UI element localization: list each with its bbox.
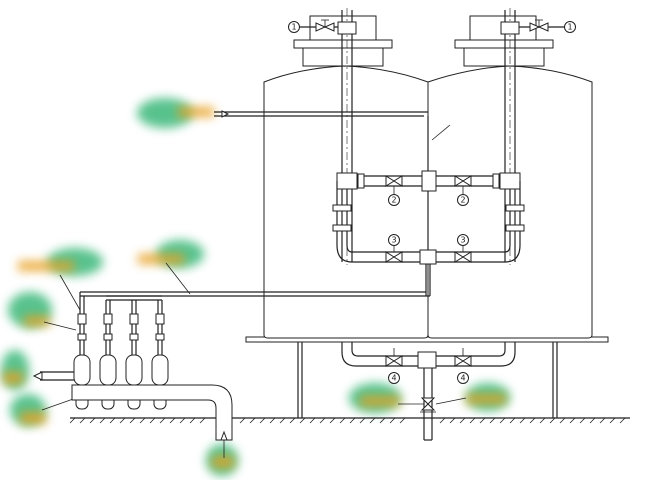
callout-valve-bottom-left: 4: [388, 372, 400, 384]
redacted-label-bottom-inlet: [206, 444, 238, 476]
callout-valve-top-right: 1: [564, 21, 576, 33]
svg-text:3: 3: [391, 236, 396, 245]
leader-lines: [41, 124, 467, 411]
callout-valve-low-left: 3: [388, 234, 400, 246]
redacted-label-left-5: [10, 394, 46, 426]
tank-left: [263, 15, 429, 339]
top-vent-right: [519, 19, 565, 32]
svg-text:2: 2: [391, 196, 396, 205]
redacted-label-left-2: [138, 240, 204, 268]
redacted-label-bottom-left: [349, 383, 401, 413]
ground: [69, 417, 630, 424]
filter-manifold: [32, 292, 233, 458]
redacted-label-left-3: [8, 292, 52, 328]
callouts: 1 1 2 2 3 3 4 4: [288, 21, 576, 384]
callout-valve-mid-right: 2: [457, 194, 469, 206]
redacted-label-left-1: [18, 248, 103, 276]
svg-text:4: 4: [460, 374, 465, 383]
bottom-drain: [341, 342, 516, 441]
side-loops: [332, 181, 525, 263]
callout-valve-mid-left: 2: [388, 194, 400, 206]
callout-valve-top-left: 1: [288, 21, 300, 33]
top-vent-left: [300, 19, 338, 32]
svg-text:1: 1: [291, 23, 296, 32]
callout-valve-low-right: 3: [457, 234, 469, 246]
redacted-label-bottom-right: [466, 383, 510, 411]
redacted-label-top-left: [137, 98, 214, 128]
svg-text:2: 2: [460, 196, 465, 205]
svg-text:3: 3: [460, 236, 465, 245]
svg-text:1: 1: [567, 23, 572, 32]
callout-valve-bottom-right: 4: [457, 372, 469, 384]
redacted-label-left-4: [1, 350, 29, 390]
svg-text:4: 4: [391, 374, 396, 383]
redacted-labels: [1, 98, 510, 476]
low-header: [352, 246, 505, 265]
